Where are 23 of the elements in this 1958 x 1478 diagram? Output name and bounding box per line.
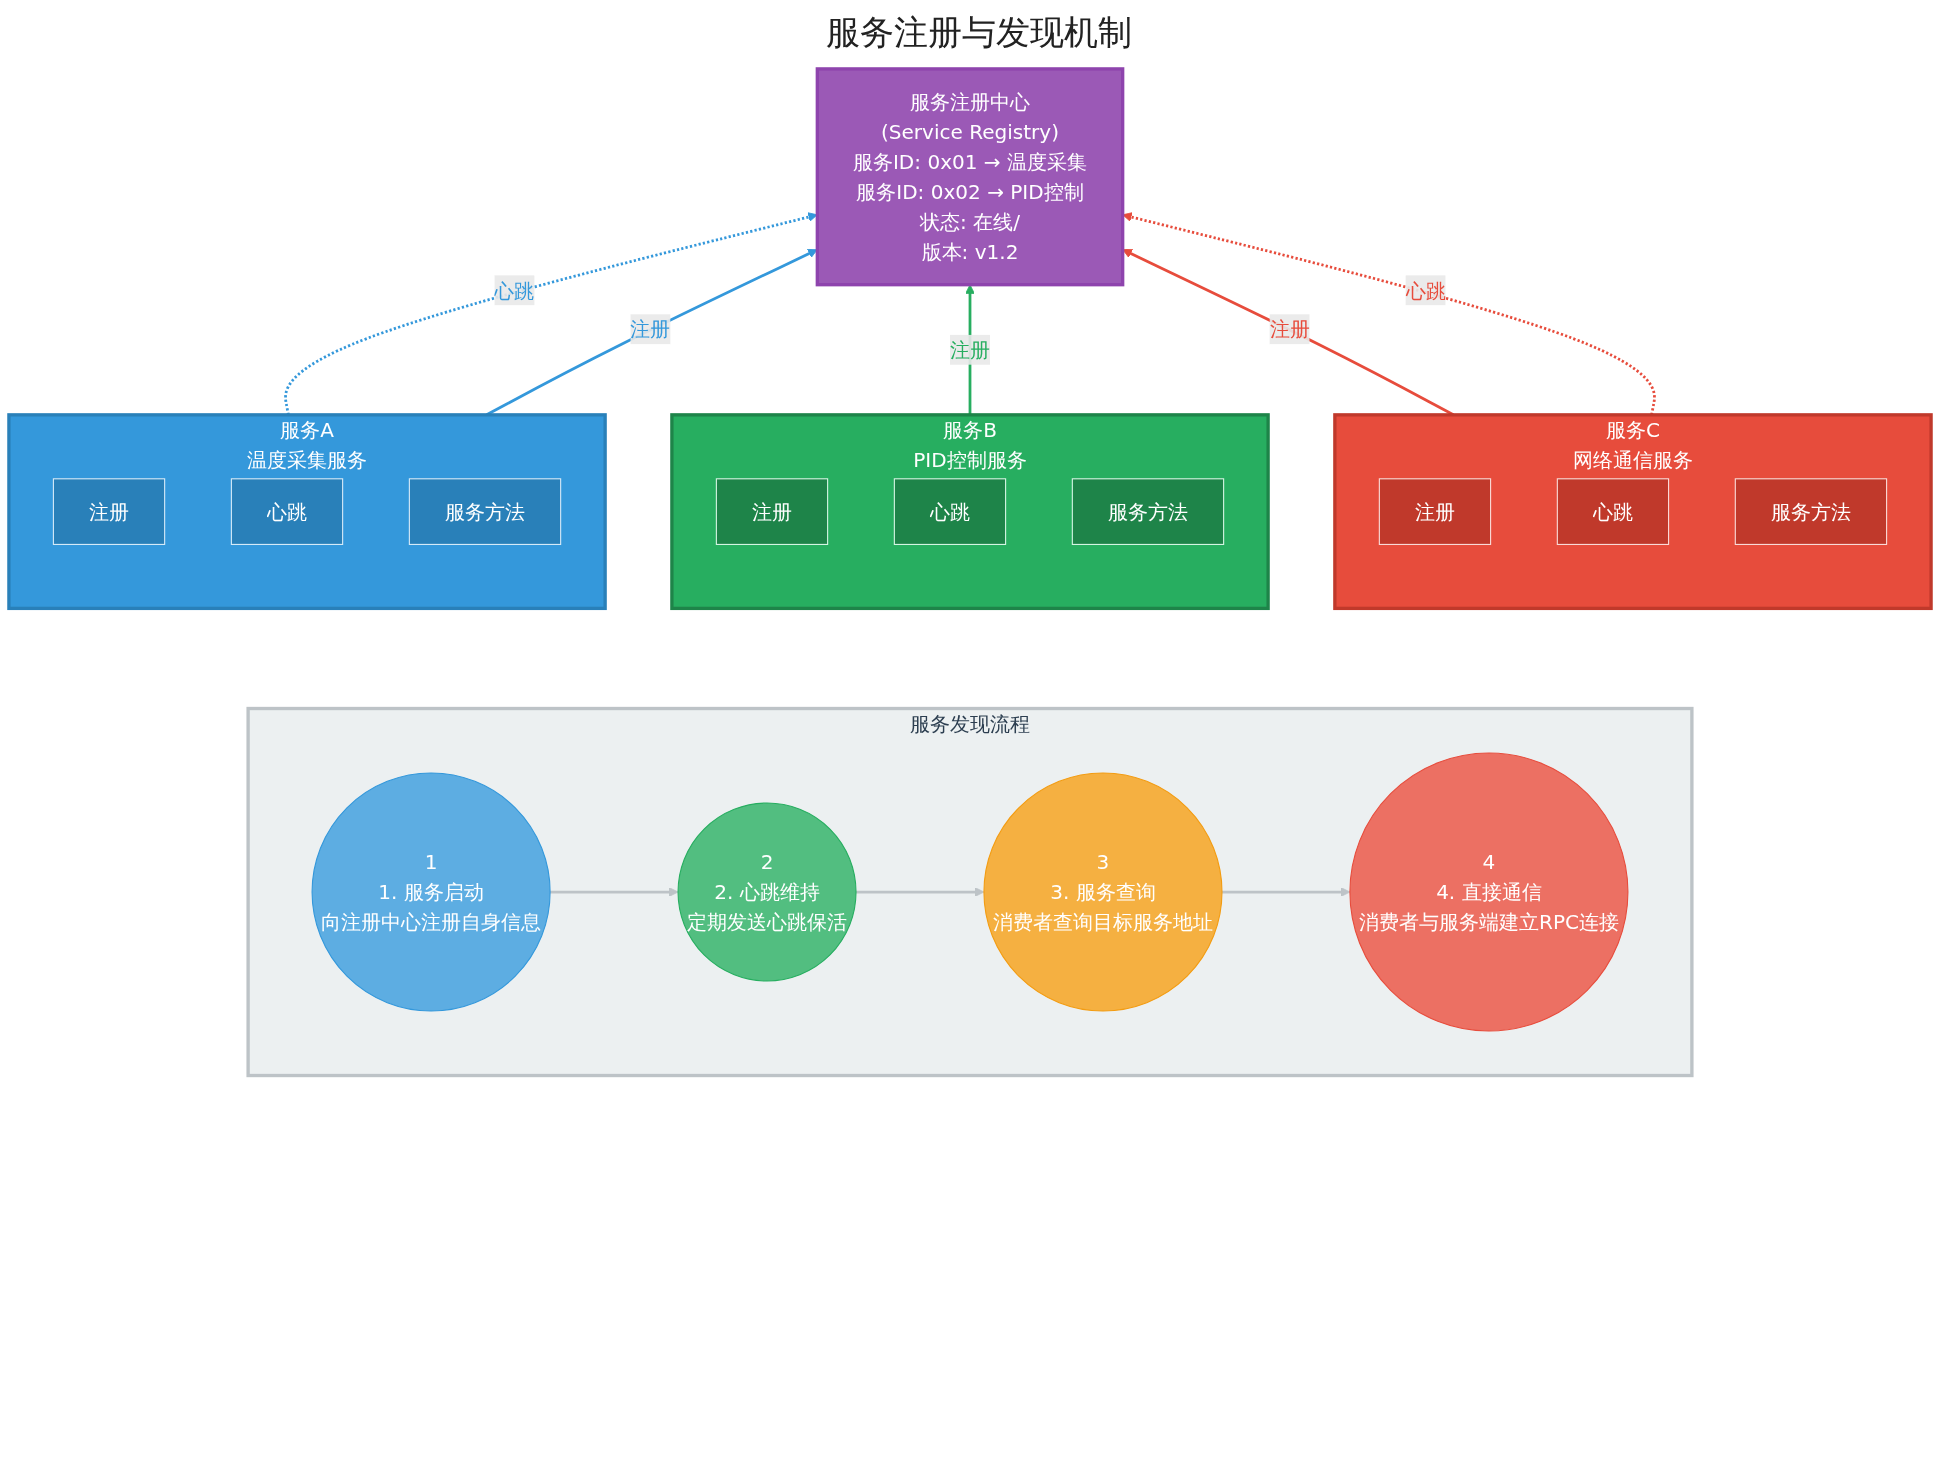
node-circle: 2 2. 心跳维持 定期发送心跳保活: [677, 802, 857, 982]
node-circle: 3 3. 服务查询 消费者查询目标服务地址: [983, 772, 1223, 1012]
edge-label: 心跳: [494, 278, 535, 302]
node-box: 注册: [1378, 478, 1492, 545]
node-box: 注册: [715, 478, 829, 545]
edge-label: 注册: [949, 338, 991, 362]
edge-label: 注册: [1269, 317, 1310, 341]
diagram-title: 服务注册与发现机制: [825, 11, 1133, 54]
node-box: 心跳: [230, 478, 344, 545]
node-box: 服务方法: [1734, 478, 1888, 545]
node-box: 心跳: [893, 478, 1007, 545]
node-box: 服务方法: [408, 478, 562, 545]
arrow: [856, 887, 985, 897]
node-box: 服务方法: [1071, 478, 1225, 545]
node-box: 注册: [52, 478, 166, 545]
arrow: [550, 887, 679, 897]
node-box: 心跳: [1556, 478, 1670, 545]
node-box: 服务注册中心 (Service Registry) 服务ID: 0x01 → 温度采集 服务ID: 0x02 → PID控制 状态: 在线/ 版本: v1.2: [815, 67, 1125, 287]
edge-label: 心跳: [1405, 278, 1446, 302]
node-circle: 4 4. 直接通信 消费者与服务端建立RPC连接: [1349, 752, 1629, 1032]
edge-label: 注册: [630, 317, 671, 341]
arrow: [1222, 887, 1351, 897]
node-circle: 1 1. 服务启动 向注册中心注册自身信息: [311, 772, 551, 1012]
